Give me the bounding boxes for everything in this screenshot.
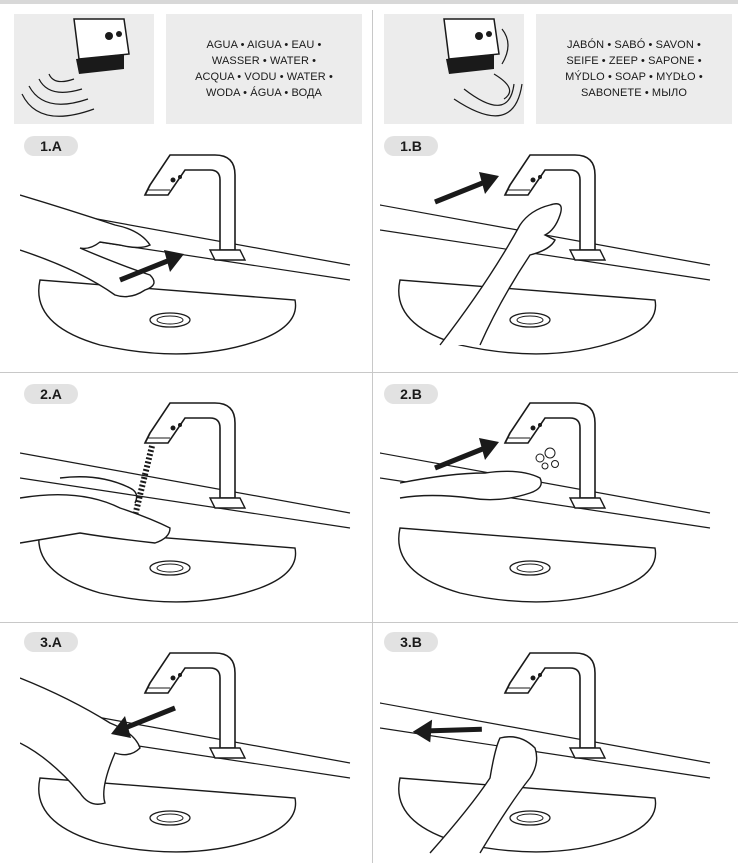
water-line-2: WASSER • WATER • <box>211 55 317 67</box>
soap-line-4: SABONETE • МЫЛО <box>580 87 688 99</box>
top-rule <box>0 0 738 4</box>
water-label-box: AGUA • AIGUA • EAU • WASSER • WATER • AC… <box>166 14 362 124</box>
sink-icon <box>380 452 711 603</box>
step-1a-tag: 1.A <box>24 136 78 156</box>
water-line-1: AGUA • AIGUA • EAU • <box>206 39 322 51</box>
faucet-sensor-icon <box>21 18 130 117</box>
hand-icon <box>20 677 141 805</box>
step-2a-illustration <box>20 398 365 618</box>
step-2b-illustration <box>380 398 725 618</box>
faucet-icon <box>144 402 246 509</box>
hand-icon <box>20 194 155 298</box>
step-3b-tag: 3.B <box>384 632 438 652</box>
row-divider-2 <box>0 622 738 623</box>
column-divider <box>372 10 373 863</box>
water-line-4: WODA • ÁGUA • ВОДА <box>206 87 322 99</box>
step-3a-illustration <box>20 648 365 860</box>
arrow-icon <box>435 438 499 468</box>
water-sensor-panel <box>14 14 154 124</box>
step-1a-illustration <box>20 150 365 365</box>
step-2a-tag: 2.A <box>24 384 78 404</box>
soap-line-3: MÝDLO • SOAP • MYDŁO • <box>565 71 703 83</box>
hand-icon <box>439 203 562 346</box>
step-1b-illustration <box>380 150 725 365</box>
soap-drops-icon <box>535 447 559 470</box>
soap-line-1: JABÓN • SABÓ • SAVON • <box>567 39 701 51</box>
hand-icon <box>429 736 538 854</box>
soap-line-2: SEIFE • ZEEP • SAPONE • <box>566 55 702 67</box>
step-3a-tag: 3.A <box>24 632 78 652</box>
hand-icon <box>20 476 171 544</box>
soap-label-box: JABÓN • SABÓ • SAVON • SEIFE • ZEEP • SA… <box>536 14 732 124</box>
faucet-icon <box>144 652 246 759</box>
arrow-icon <box>120 250 184 280</box>
step-3b-illustration <box>380 648 725 860</box>
arrow-icon <box>111 708 175 738</box>
soap-sensor-panel <box>384 14 524 124</box>
faucet-icon <box>144 154 246 261</box>
step-2b-tag: 2.B <box>384 384 438 404</box>
faucet-sensor-icon <box>443 18 523 117</box>
water-line-3: ACQUA • VODU • WATER • <box>195 71 333 83</box>
step-1b-tag: 1.B <box>384 136 438 156</box>
arrow-icon <box>435 172 499 202</box>
row-divider-1 <box>0 372 738 373</box>
hand-icon <box>399 470 542 501</box>
